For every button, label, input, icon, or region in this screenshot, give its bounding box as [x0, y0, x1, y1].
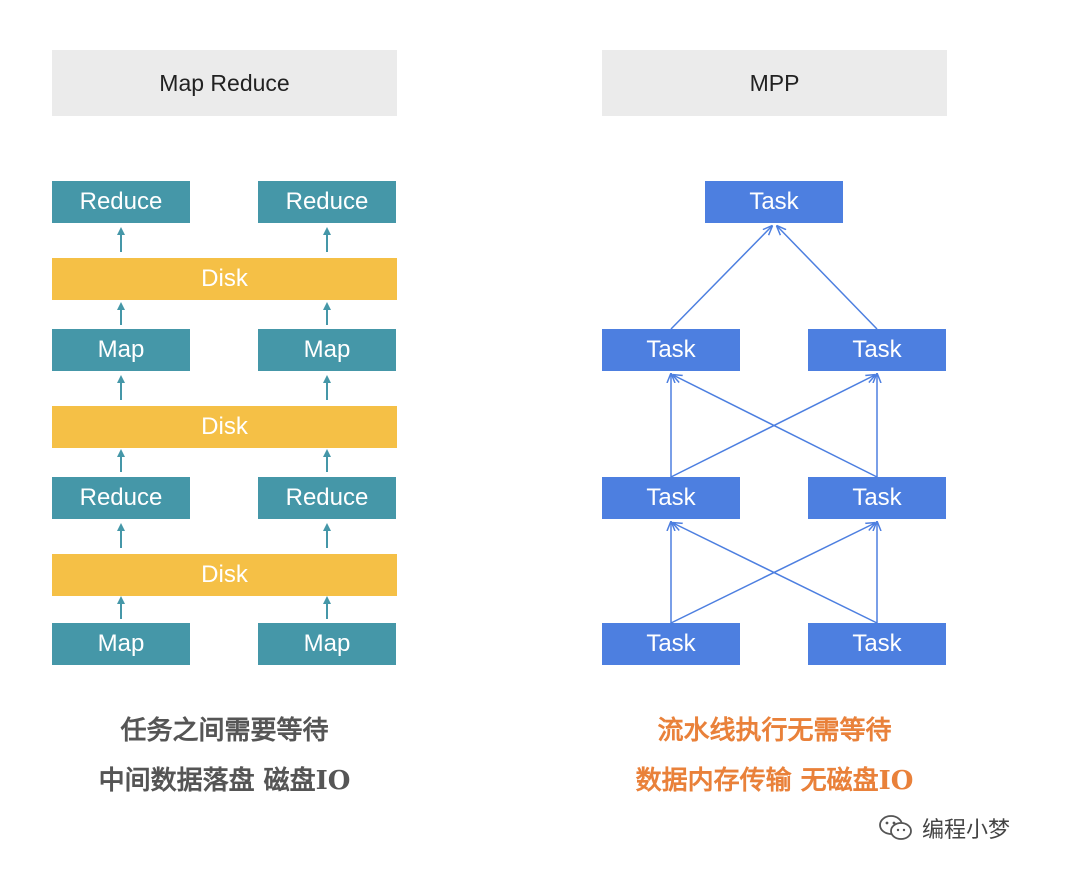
task-box-row4-right: Task: [808, 623, 946, 665]
disk-bar-middle: Disk: [52, 406, 397, 448]
map-box-upper-right: Map: [258, 329, 396, 371]
map-box-upper-left: Map: [52, 329, 190, 371]
task-arrow: [673, 375, 878, 478]
task-box-top: Task: [705, 181, 843, 223]
map-box-bottom-right: Map: [258, 623, 396, 665]
task-arrow: [673, 523, 878, 624]
mpp-caption-line1: 流水线执行无需等待: [657, 716, 892, 746]
task-arrow: [670, 375, 875, 478]
reduce-box-top-right: Reduce: [258, 181, 396, 223]
mapreduce-arrows: [117, 227, 331, 619]
disk-bar-top: Disk: [52, 258, 397, 300]
mapreduce-caption-line2: 中间数据落盘 磁盘IO: [98, 766, 351, 796]
mapreduce-header: Map Reduce: [52, 50, 397, 116]
map-box-bottom-left: Map: [52, 623, 190, 665]
watermark-text: 编程小梦: [922, 818, 1011, 843]
task-arrow: [670, 523, 875, 624]
mpp-header: MPP: [602, 50, 947, 116]
wechat-icon: [879, 815, 912, 840]
task-box-row2-left: Task: [602, 329, 740, 371]
task-box-row3-right: Task: [808, 477, 946, 519]
mpp-caption-line2: 数据内存传输 无磁盘IO: [635, 766, 914, 796]
disk-bar-bottom: Disk: [52, 554, 397, 596]
task-box-row4-left: Task: [602, 623, 740, 665]
reduce-box-lower-left: Reduce: [52, 477, 190, 519]
task-box-row3-left: Task: [602, 477, 740, 519]
reduce-box-top-left: Reduce: [52, 181, 190, 223]
reduce-box-lower-right: Reduce: [258, 477, 396, 519]
mapreduce-caption-line1: 任务之间需要等待: [120, 716, 329, 746]
mpp-arrows: [670, 226, 878, 624]
task-arrow: [670, 226, 772, 330]
watermark: 编程小梦: [878, 812, 1010, 844]
task-arrow: [777, 226, 878, 330]
task-box-row2-right: Task: [808, 329, 946, 371]
